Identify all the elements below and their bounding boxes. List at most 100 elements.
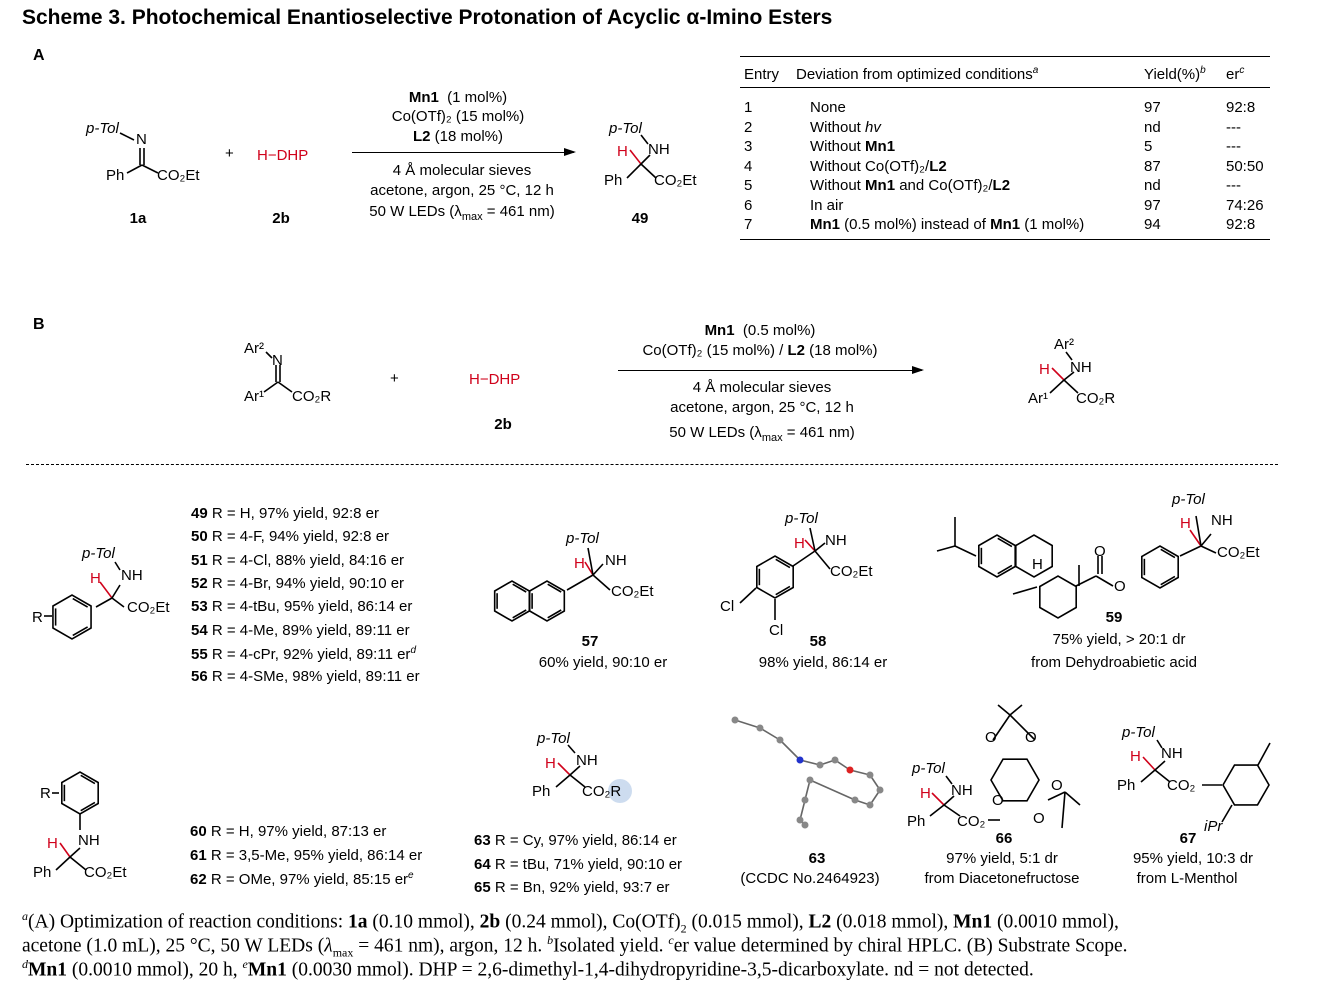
nh-label: NH [1161,745,1183,762]
bond [739,587,757,604]
ar2-label: Ar² [244,340,264,357]
plus-sign: + [390,370,399,387]
ph-label: Ph [1117,777,1136,794]
bond [945,775,953,785]
bond [1061,791,1066,829]
footnote-line-3: dMn1 (0.0010 mmol), 20 h, eMn1 (0.0030 m… [22,957,1034,981]
co2et-label: CO₂Et [127,599,170,616]
ph-label: Ph [604,172,623,189]
bond [80,801,96,812]
ptol-label: p-Tol [912,760,945,777]
bond [1063,379,1079,394]
ring [990,758,1040,802]
bond [72,626,89,637]
cl-label: Cl [720,598,735,615]
bond [779,739,801,761]
entry-cell: 7 [740,215,792,240]
source-67: from L-Menthol [1136,870,1238,887]
bond [557,762,571,776]
result-67: 95% yield, 10:3 dr [1132,850,1254,867]
atom [876,786,884,794]
conditions-sieves: 4 Å molecular sieves [392,162,532,179]
bond [55,856,71,871]
bond [584,561,594,576]
ring [528,580,566,622]
conditions-light: 50 W LEDs (λmax = 461 nm) [369,203,555,223]
plus-sign: + [225,145,234,162]
result-58: 98% yield, 86:14 er [758,654,888,671]
bond [566,574,594,591]
compound-entry: 64 R = tBu, 71% yield, 90:10 er [474,855,683,873]
bond [555,774,571,788]
bond [1221,804,1233,823]
bond [592,563,604,576]
r-label: R [32,609,43,626]
ring [52,594,92,640]
source-59: from Dehydroabietic acid [1031,654,1197,671]
footnote-line-2: acetone (1.0 mL), 25 °C, 50 W LEDs (λmax… [22,933,1128,960]
deviation-cell: None [810,99,846,117]
bond [997,564,1013,575]
atom [851,796,859,804]
bond [111,597,125,608]
compound-entry: 54 R = 4-Me, 89% yield, 89:11 er [191,621,410,639]
ptol-label: p-Tol [1122,724,1155,741]
bond [126,164,143,174]
yield-cell: 97 [1144,99,1161,117]
atom [796,816,804,824]
ph-label: Ph [33,864,52,881]
bond [80,774,96,785]
reaction-arrow [352,148,576,156]
bond [640,154,651,165]
section-divider [26,464,1278,465]
r-label: R [40,785,51,802]
footnote-line-1: a(A) Optimization of reaction conditions… [22,909,1119,936]
co2et-label: CO₂Et [84,864,127,881]
compound-entry: 51 R = 4-Cl, 88% yield, 84:16 er [191,551,405,569]
bond [569,774,586,788]
bond [1257,742,1271,766]
bond [1200,533,1212,547]
bond [943,795,955,806]
bond [1160,548,1176,559]
proton-h-label: H [794,535,805,552]
compound-59: 59 [1105,609,1123,626]
bond [759,727,781,741]
bond [263,381,279,393]
bond [734,719,761,729]
o-label: O [1025,729,1037,746]
yield-cell: nd [1144,177,1161,195]
ph-label: Ph [106,167,125,184]
atom [806,776,814,784]
proton-h-label: H [1130,748,1141,765]
ring [1141,545,1179,589]
compound-2b: 2b [494,416,512,433]
bond [954,545,977,557]
compound-entry: 49 R = H, 97% yield, 92:8 er [191,505,380,522]
entry-cell: 3 [744,138,753,156]
entry-cell: 6 [744,196,753,214]
bond [1142,756,1156,771]
conditions-cobalt: Co(OTf)₂ (15 mol%) [391,108,525,125]
ptol-label: p-Tol [86,120,119,137]
result-66: 97% yield, 5:1 dr [946,850,1058,867]
proton-h-label: H [1180,515,1191,532]
bond [1189,529,1202,547]
conditions-catalyst: Mn1 (1 mol%) [408,89,508,106]
compound-49: 49 [631,210,649,227]
er-cell: --- [1226,138,1241,156]
proton-h-label: H [920,785,931,802]
n-label: N [136,131,147,148]
co2et-label: CO₂Et [654,172,697,189]
highlight-circle [608,779,632,803]
atom [866,801,874,809]
bond [114,561,121,571]
atom [831,756,839,764]
proton-h-label: H [90,570,101,587]
bond [1064,791,1081,806]
bond [629,149,642,165]
compound-entry: 61 R = 3,5-Me, 95% yield, 86:14 er [190,846,423,864]
er-cell: 74:26 [1226,196,1264,214]
